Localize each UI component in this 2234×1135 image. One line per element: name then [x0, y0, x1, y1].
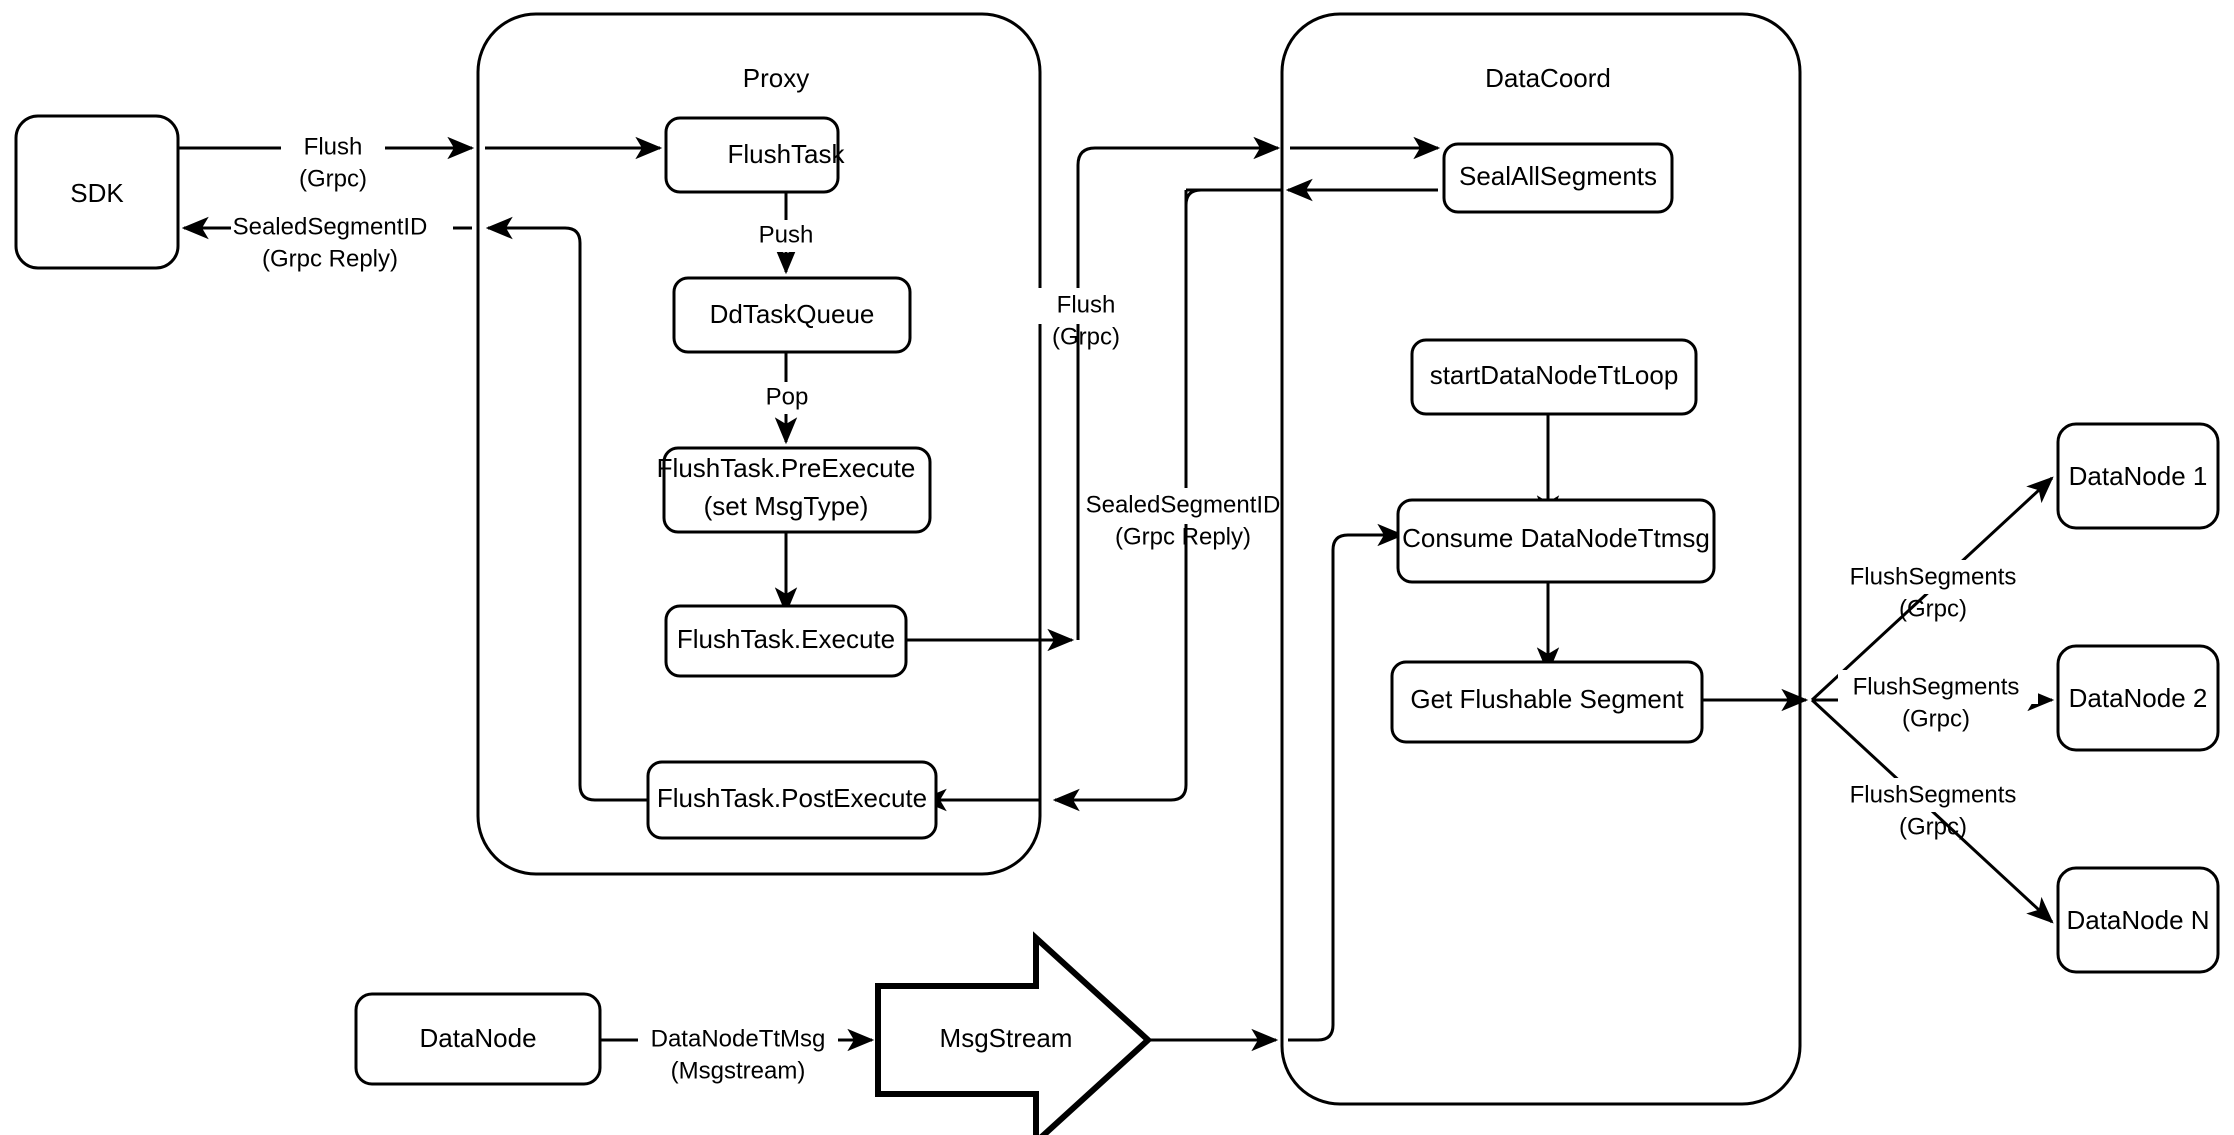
node-datanode-1-label: DataNode 1: [2069, 461, 2208, 491]
edge-label-sealed-sdk-line1: SealedSegmentID: [233, 213, 428, 240]
edge-label-flushsegments-1-line2: (Grpc): [1899, 595, 1967, 622]
edge-label-flush-dc-line2: (Grpc): [1052, 323, 1120, 350]
container-proxy: [476, 12, 1042, 876]
node-sdk-label: SDK: [70, 178, 124, 208]
edge-label-bg-flush-dc: [1038, 288, 1134, 324]
edge-label-flushsegments-n-line1: FlushSegments: [1850, 781, 2017, 808]
edge-label-flush-sdk-line1: Flush: [304, 133, 363, 160]
node-datanode-source-label: DataNode: [419, 1023, 536, 1053]
node-datanode-source[interactable]: DataNode: [354, 992, 602, 1086]
node-sealallsegments[interactable]: SealAllSegments: [1442, 142, 1674, 214]
container-proxy-title: Proxy: [743, 63, 809, 93]
node-startdatanodettloop-shape[interactable]: [1410, 338, 1698, 416]
node-flushtask-preexecute-label-line1: FlushTask.PreExecute: [657, 453, 916, 483]
node-flushtask-execute-label: FlushTask.Execute: [677, 624, 895, 654]
node-flushtask-preexecute-label-line2: (set MsgType): [704, 491, 869, 521]
node-sdk[interactable]: SDK: [14, 114, 180, 270]
edge-datacoord-tt-route-to-consume: [1288, 523, 1405, 1042]
node-consume-datanodettmsg[interactable]: Consume DataNodeTtmsg: [1396, 498, 1716, 584]
node-consume-datanodettmsg-label: Consume DataNodeTtmsg: [1402, 523, 1710, 553]
edge-label-flushsegments-2-line2: (Grpc): [1902, 705, 1970, 732]
node-get-flushable-segment[interactable]: Get Flushable Segment: [1390, 660, 1704, 744]
edge-label-bg-flushsegments-n: [1838, 778, 2038, 812]
node-msgstream-label: MsgStream: [940, 1023, 1073, 1053]
node-datanode-n-label: DataNode N: [2066, 905, 2209, 935]
edge-label-flush-sdk-line2: (Grpc): [299, 165, 367, 192]
container-datacoord: [1280, 12, 1802, 1106]
edge-label-bg-pop: [756, 382, 818, 414]
node-datanode-1-shape[interactable]: [2056, 422, 2220, 530]
container-datacoord-title: DataCoord: [1485, 63, 1611, 93]
node-flushtask-execute-shape[interactable]: [664, 604, 908, 678]
node-flushtask-postexecute[interactable]: FlushTask.PostExecute: [646, 760, 938, 840]
node-sealallsegments-shape[interactable]: [1442, 142, 1674, 214]
edge-label-flush-dc-line1: Flush: [1057, 291, 1116, 318]
edge-label-flushsegments-n-line2: (Grpc): [1899, 813, 1967, 840]
edge-postexecute-to-sdk-return: [485, 216, 650, 802]
node-flushtask-shape[interactable]: [664, 116, 840, 194]
edge-label-bg-datanodettmsg: [638, 1022, 838, 1056]
edge-label-datanodettmsg-line2: (Msgstream): [671, 1057, 806, 1084]
edge-datacoord-sealed-horizontal: [1184, 188, 1282, 206]
node-datanode-2[interactable]: DataNode 2: [2056, 644, 2220, 752]
node-datanode-2-shape[interactable]: [2056, 644, 2220, 752]
node-datanode-n-shape[interactable]: [2056, 866, 2220, 974]
node-flushtask-postexecute-shape[interactable]: [646, 760, 938, 840]
node-get-flushable-segment-label: Get Flushable Segment: [1410, 684, 1684, 714]
node-consume-datanodettmsg-shape[interactable]: [1396, 498, 1716, 584]
edge-label-bg-flushsegments-1: [1838, 560, 2038, 594]
node-datanode-1[interactable]: DataNode 1: [2056, 422, 2220, 530]
node-ddtaskqueue-label: DdTaskQueue: [710, 299, 875, 329]
node-datanode-source-shape[interactable]: [354, 992, 602, 1086]
edge-label-bg-push: [752, 220, 820, 252]
node-flushtask-postexecute-label: FlushTask.PostExecute: [657, 783, 927, 813]
edge-label-flushsegments-1-line1: FlushSegments: [1850, 563, 2017, 590]
node-flushtask-preexecute[interactable]: FlushTask.PreExecute (set MsgType): [657, 446, 932, 534]
node-startdatanodettloop[interactable]: startDataNodeTtLoop: [1410, 338, 1698, 416]
edge-label-bg-sealed-sdk: [231, 210, 453, 246]
node-flushtask[interactable]: FlushTask: [664, 116, 846, 194]
node-get-flushable-segment-shape[interactable]: [1390, 660, 1704, 744]
node-msgstream[interactable]: MsgStream: [875, 931, 1153, 1135]
edge-proxy-to-datacoord-flush: [1076, 136, 1281, 640]
edge-label-sealed-sdk-line2: (Grpc Reply): [262, 245, 398, 272]
edge-label-sealed-dc-line1: SealedSegmentID: [1086, 491, 1281, 518]
edge-label-datanodettmsg-line1: DataNodeTtMsg: [651, 1025, 826, 1052]
node-datanode-2-label: DataNode 2: [2069, 683, 2208, 713]
node-flushtask-execute[interactable]: FlushTask.Execute: [664, 604, 908, 678]
node-sdk-shape[interactable]: [14, 114, 180, 270]
edge-label-push: Push: [759, 221, 814, 248]
edge-label-pop: Pop: [766, 383, 809, 410]
node-flushtask-preexecute-shape[interactable]: [662, 446, 932, 534]
node-flushtask-label: FlushTask: [727, 139, 845, 169]
edge-label-bg-sealed-dc: [1090, 488, 1280, 524]
edge-label-sealed-dc-line2: (Grpc Reply): [1115, 523, 1251, 550]
node-startdatanodettloop-label: startDataNodeTtLoop: [1430, 360, 1679, 390]
node-sealallsegments-label: SealAllSegments: [1459, 161, 1657, 191]
node-datanode-n[interactable]: DataNode N: [2056, 866, 2220, 974]
node-ddtaskqueue[interactable]: DdTaskQueue: [672, 276, 912, 354]
edge-label-bg-flush-sdk: [281, 130, 385, 166]
edge-label-bg-flushsegments-2: [1838, 670, 2038, 704]
node-msgstream-shape[interactable]: [875, 931, 1153, 1135]
node-ddtaskqueue-shape[interactable]: [672, 276, 912, 354]
edge-label-flushsegments-2-line1: FlushSegments: [1853, 673, 2020, 700]
